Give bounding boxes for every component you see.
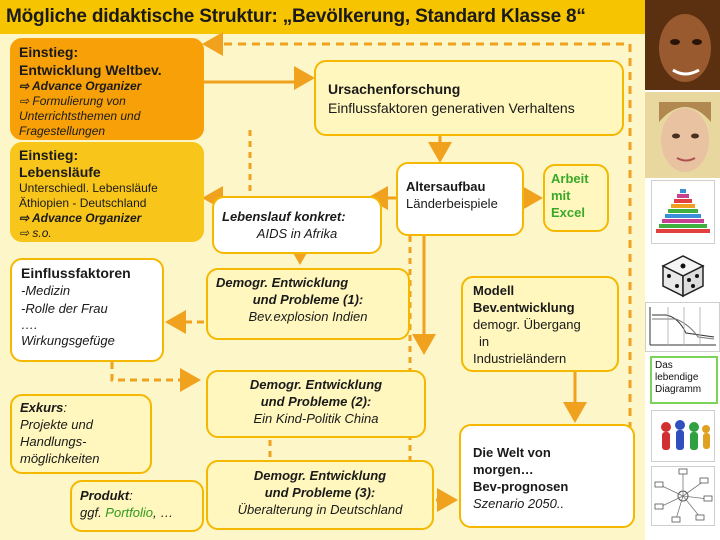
einstieg2-line2: Äthiopien - Deutschland	[19, 196, 147, 210]
einstieg1-bullet2b: Unterrichtsthemen und	[19, 109, 141, 123]
produkt-line2c: , …	[153, 505, 174, 520]
box-lebenslauf-konkret: Lebenslauf konkret: AIDS in Afrika	[212, 196, 382, 254]
lebenslauf-line1: Lebenslauf konkret:	[222, 209, 346, 224]
einfluss-line2: -Medizin	[21, 283, 71, 298]
transition-chart-thumbnail	[645, 302, 720, 352]
line-chart-icon	[649, 307, 716, 346]
demo1-line3: Bev.explosion Indien	[248, 309, 368, 324]
welt-line2: morgen…	[473, 462, 534, 477]
radial-diagram-thumbnail	[651, 466, 715, 526]
einstieg1-bullet2: ⇨ Formulierung von	[19, 94, 126, 108]
ursachen-line1: Ursachenforschung	[328, 81, 461, 97]
exkurs-line3: Handlungs-	[20, 434, 87, 449]
exkurs-line4: möglichkeiten	[20, 451, 100, 466]
box-exkurs: Exkurs: Projekte und Handlungs- möglichk…	[10, 394, 152, 474]
einfluss-line3: -Rolle der Frau	[21, 301, 108, 316]
altersaufbau-line2: Länderbeispiele	[406, 196, 498, 211]
dice-thumbnail	[653, 250, 709, 298]
box-ursachenforschung: Ursachenforschung Einflussfaktoren gener…	[314, 60, 624, 136]
pyramid-icon	[656, 189, 710, 233]
box-einstieg-weltbev: Einstieg: Entwicklung Weltbev. ⇨ Advance…	[10, 38, 204, 140]
produkt-portfolio: Portfolio	[105, 505, 153, 520]
box-einstieg-lebenslaeufe: Einstieg: Lebensläufe Unterschiedl. Lebe…	[10, 142, 204, 242]
photo-girl-2	[645, 92, 720, 178]
page-title: Mögliche didaktische Struktur: „Bevölker…	[6, 6, 586, 27]
exkurs-line1: Exkurs	[20, 400, 64, 415]
box-demo-indien: Demogr. Entwicklung und Probleme (1): Be…	[206, 268, 410, 340]
demo2-line2: und Probleme (2):	[260, 394, 372, 409]
label-line1: Das	[655, 360, 673, 371]
einfluss-line5: Wirkungsgefüge	[21, 333, 115, 348]
box-demo-deutschland: Demogr. Entwicklung und Probleme (3): Üb…	[206, 460, 434, 530]
excel-line2: mit	[551, 188, 571, 203]
box-welt-morgen: Die Welt von morgen… Bev-prognosen Szena…	[459, 424, 635, 528]
einstieg2-heading-a: Einstieg:	[19, 147, 79, 163]
einstieg1-bullet1: ⇨ Advance Organizer	[19, 79, 142, 93]
ursachen-line2: Einflussfaktoren generativen Verhaltens	[328, 100, 575, 116]
modell-line4: in	[479, 334, 490, 349]
box-modell: Modell Bev.entwicklung demogr. Übergang …	[461, 276, 619, 372]
arrow-einfluss-demo2	[110, 362, 201, 392]
face-icon	[645, 92, 720, 178]
sidebar-thumbnails	[645, 0, 720, 540]
face-icon	[645, 0, 720, 90]
label-line2: lebendige	[655, 372, 699, 383]
photo-girl-1	[645, 0, 720, 90]
demo2-line1: Demogr. Entwicklung	[249, 377, 383, 392]
welt-line4: Szenario 2050..	[473, 496, 565, 511]
produkt-line1: Produkt	[80, 488, 130, 503]
box-excel: Arbeit mit Excel	[543, 164, 609, 232]
einstieg1-heading-b: Entwicklung Weltbev.	[19, 62, 162, 78]
population-pyramid-thumbnail	[651, 180, 715, 244]
altersaufbau-line1: Altersaufbau	[406, 179, 486, 194]
excel-line3: Excel	[551, 205, 585, 220]
einstieg2-heading-b: Lebensläufe	[19, 164, 101, 180]
modell-line1: Modell	[473, 283, 515, 298]
modell-line3: demogr. Übergang	[473, 317, 581, 332]
einstieg2-bullet2: ⇨ s.o.	[19, 226, 52, 240]
einfluss-line1: Einflussfaktoren	[21, 265, 131, 281]
demo3-line3: Überalterung in Deutschland	[237, 502, 403, 517]
demo1-line2: und Probleme (1):	[252, 292, 364, 307]
modell-line5: Industrieländern	[473, 351, 567, 366]
produkt-line2-wrap: ggf. Portfolio, …	[80, 504, 194, 521]
dice-icon	[661, 255, 705, 298]
exkurs-line1-wrap: Exkurs:	[20, 399, 142, 416]
arrow-einstieg-ursachen	[204, 66, 315, 90]
modell-line2: Bev.entwicklung	[473, 300, 575, 315]
einfluss-line4: ….	[21, 317, 38, 332]
produkt-colon: :	[129, 488, 133, 503]
welt-line3: Bev-prognosen	[473, 479, 569, 494]
arrow-return-top	[202, 32, 632, 500]
network-icon	[654, 468, 713, 523]
lebendige-diagramm-label: Das lebendige Diagramm	[650, 356, 718, 404]
box-produkt: Produkt: ggf. Portfolio, …	[70, 480, 204, 532]
figures-thumbnail	[651, 410, 715, 462]
demo3-line1: Demogr. Entwicklung	[253, 468, 387, 483]
exkurs-colon: :	[63, 400, 67, 415]
welt-line1: Die Welt von	[473, 445, 551, 460]
einstieg2-bullet1: ⇨ Advance Organizer	[19, 211, 142, 225]
box-einflussfaktoren: Einflussfaktoren -Medizin -Rolle der Fra…	[10, 258, 164, 362]
lebenslauf-line2: AIDS in Afrika	[256, 226, 338, 241]
demo2-line3: Ein Kind-Politik China	[253, 411, 379, 426]
demo3-line2: und Probleme (3):	[264, 485, 376, 500]
exkurs-line2: Projekte und	[20, 417, 93, 432]
label-line3: Diagramm	[655, 384, 702, 395]
demo1-line1: Demogr. Entwicklung	[216, 275, 349, 290]
box-altersaufbau: Altersaufbau Länderbeispiele	[396, 162, 524, 236]
produkt-line1-wrap: Produkt:	[80, 487, 194, 504]
excel-line1: Arbeit	[551, 171, 589, 186]
einstieg1-heading-a: Einstieg:	[19, 44, 79, 60]
einstieg1-bullet2c: Fragestellungen	[19, 124, 106, 138]
box-demo-china: Demogr. Entwicklung und Probleme (2): Ei…	[206, 370, 426, 438]
title-bar	[0, 0, 645, 34]
produkt-line2a: ggf.	[80, 505, 106, 520]
people-figures-icon	[661, 420, 710, 450]
einstieg2-line1: Unterschiedl. Lebensläufe	[19, 181, 158, 195]
